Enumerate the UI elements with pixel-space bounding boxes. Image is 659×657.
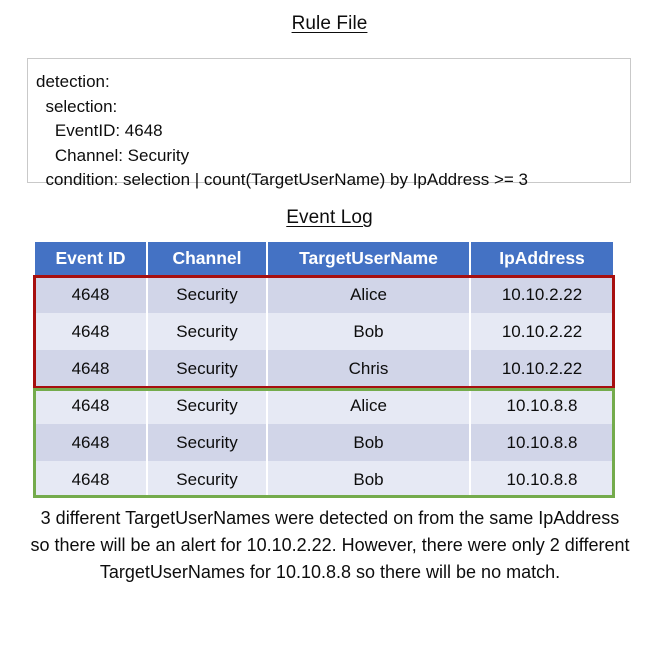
table-row: 4648 Security Chris 10.10.2.22 bbox=[35, 350, 613, 387]
rule-line: Channel: Security bbox=[36, 145, 190, 165]
column-header-target-user-name: TargetUserName bbox=[267, 242, 471, 276]
cell-event-id: 4648 bbox=[35, 461, 148, 498]
table-row: 4648 Security Bob 10.10.8.8 bbox=[35, 461, 613, 498]
table-row: 4648 Security Alice 10.10.2.22 bbox=[35, 275, 613, 313]
rule-file-title: Rule File bbox=[0, 13, 659, 35]
cell-target-user-name: Bob bbox=[267, 424, 471, 461]
table-row: 4648 Security Bob 10.10.8.8 bbox=[35, 424, 613, 461]
table-row: 4648 Security Bob 10.10.2.22 bbox=[35, 313, 613, 350]
cell-target-user-name: Bob bbox=[267, 461, 471, 498]
cell-channel: Security bbox=[147, 313, 268, 350]
cell-channel: Security bbox=[147, 461, 268, 498]
cell-target-user-name: Alice bbox=[267, 387, 471, 424]
column-header-ip-address: IpAddress bbox=[470, 242, 613, 276]
cell-target-user-name: Chris bbox=[267, 350, 471, 387]
event-log-table-wrapper: Event ID Channel TargetUserName IpAddres… bbox=[35, 242, 613, 498]
rule-file-title-text: Rule File bbox=[291, 13, 368, 34]
cell-event-id: 4648 bbox=[35, 387, 148, 424]
cell-channel: Security bbox=[147, 424, 268, 461]
cell-channel: Security bbox=[147, 275, 268, 313]
cell-channel: Security bbox=[147, 350, 268, 387]
cell-event-id: 4648 bbox=[35, 350, 148, 387]
cell-event-id: 4648 bbox=[35, 313, 148, 350]
cell-target-user-name: Bob bbox=[267, 313, 471, 350]
rule-line: detection: bbox=[36, 72, 110, 91]
rule-line: condition: selection | count(TargetUserN… bbox=[36, 170, 528, 189]
table-row: 4648 Security Alice 10.10.8.8 bbox=[35, 387, 613, 424]
cell-ip-address: 10.10.2.22 bbox=[470, 313, 613, 350]
event-log-title: Event Log bbox=[0, 207, 659, 229]
table-header-row: Event ID Channel TargetUserName IpAddres… bbox=[35, 242, 613, 276]
rule-file-box: detection: selection: EventID: 4648 Chan… bbox=[27, 58, 631, 189]
cell-event-id: 4648 bbox=[35, 275, 148, 313]
column-header-channel: Channel bbox=[147, 242, 268, 276]
explanation-caption: 3 different TargetUserNames were detecte… bbox=[30, 508, 630, 582]
cell-channel: Security bbox=[147, 387, 268, 424]
cell-ip-address: 10.10.8.8 bbox=[470, 461, 613, 498]
column-header-event-id: Event ID bbox=[35, 242, 148, 276]
cell-event-id: 4648 bbox=[35, 424, 148, 461]
rule-line: EventID: 4648 bbox=[36, 121, 163, 140]
cell-ip-address: 10.10.2.22 bbox=[470, 275, 613, 313]
cell-ip-address: 10.10.8.8 bbox=[470, 424, 613, 461]
event-log-title-text: Event Log bbox=[286, 207, 373, 228]
cell-ip-address: 10.10.2.22 bbox=[470, 350, 613, 387]
cell-ip-address: 10.10.8.8 bbox=[470, 387, 613, 424]
event-log-table: Event ID Channel TargetUserName IpAddres… bbox=[35, 242, 613, 498]
rule-line: selection: bbox=[36, 96, 118, 116]
cell-target-user-name: Alice bbox=[267, 275, 471, 313]
